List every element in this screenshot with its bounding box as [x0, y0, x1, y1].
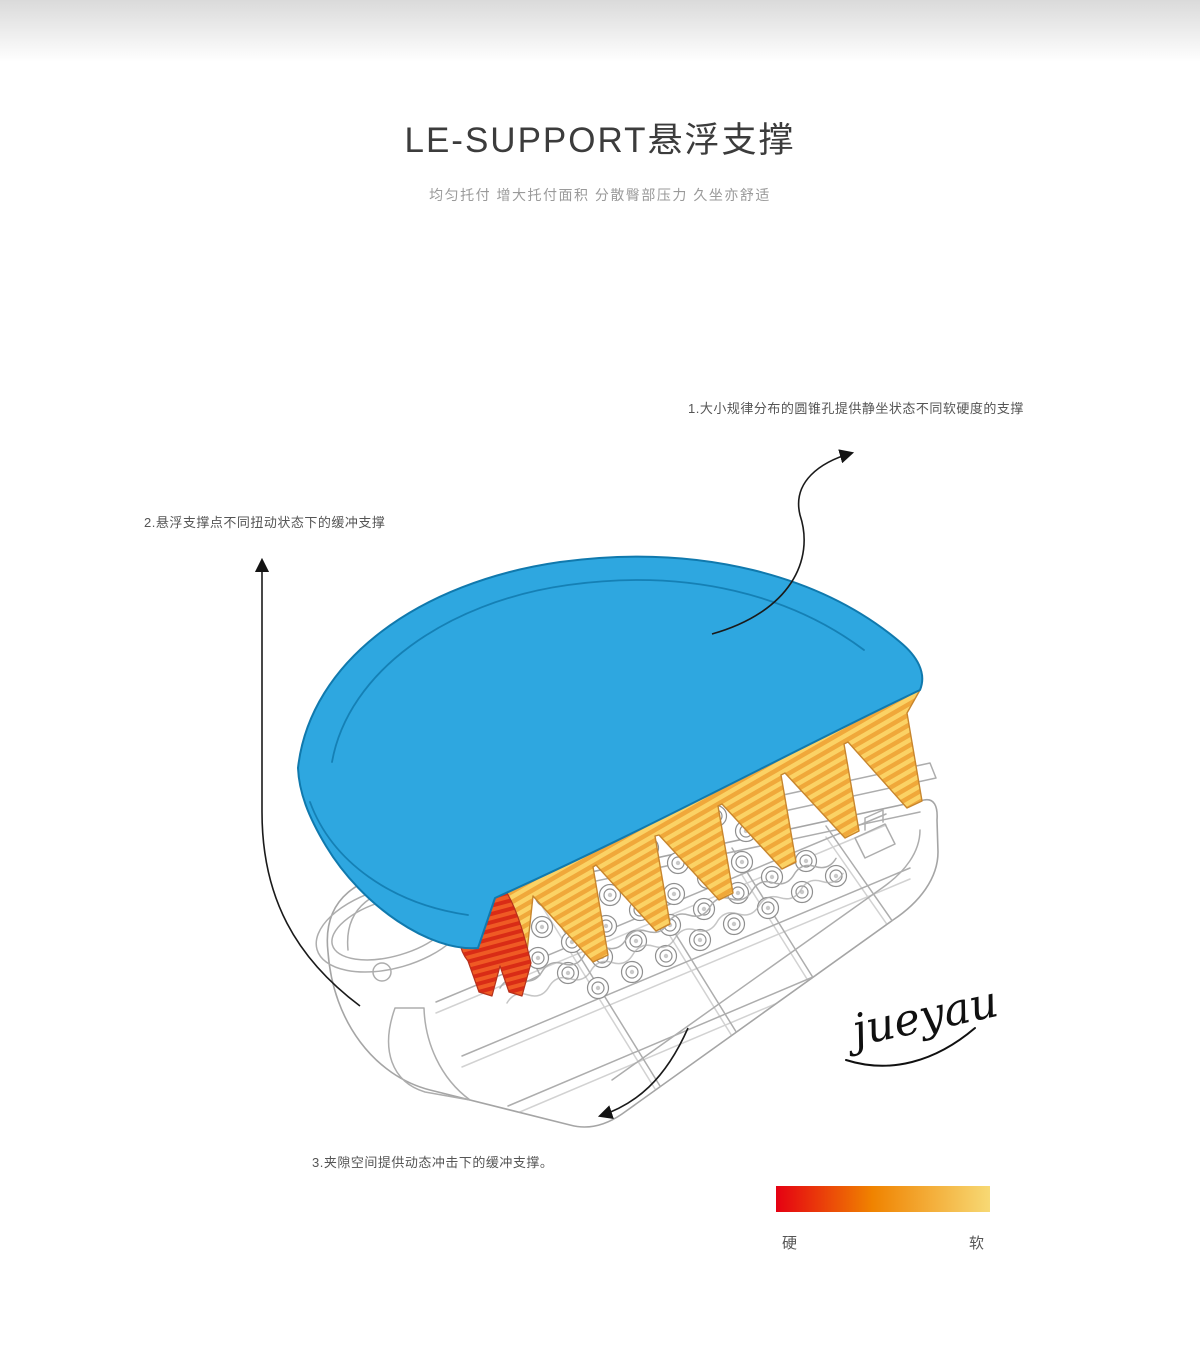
annotation-gap-space: 3.夹隙空间提供动态冲击下的缓冲支撑。 [312, 1155, 554, 1170]
arrow-to-note2 [254, 557, 361, 1007]
hardness-legend: 硬 软 [776, 1186, 990, 1253]
header: LE-SUPPORT悬浮支撑 均匀托付 增大托付面积 分散臀部压力 久坐亦舒适 [0, 0, 1200, 205]
cushion-top-layer [297, 555, 924, 950]
base-front-bracket [387, 1007, 471, 1101]
base-right-clip [854, 809, 896, 859]
page-subtitle: 均匀托付 增大托付面积 分散臀部压力 久坐亦舒适 [429, 187, 771, 203]
signature-text: jueyau [839, 976, 1003, 1058]
arrow-to-note1 [711, 449, 855, 635]
annotation-cone-holes: 1.大小规律分布的圆锥孔提供静坐状态不同软硬度的支撑 [688, 401, 1024, 416]
legend-hard-label: 硬 [782, 1235, 798, 1252]
hardness-gradient-bar [776, 1186, 990, 1212]
legend-soft-label: 软 [968, 1235, 984, 1252]
page-title: LE-SUPPORT悬浮支撑 [404, 121, 796, 160]
annotation-suspension-points: 2.悬浮支撑点不同扭动状态下的缓冲支撑 [144, 515, 386, 530]
top-gradient [0, 0, 1200, 62]
signature: jueyau [839, 976, 1003, 1067]
arrow-to-note3 [597, 1027, 689, 1119]
base-hole [372, 962, 392, 982]
